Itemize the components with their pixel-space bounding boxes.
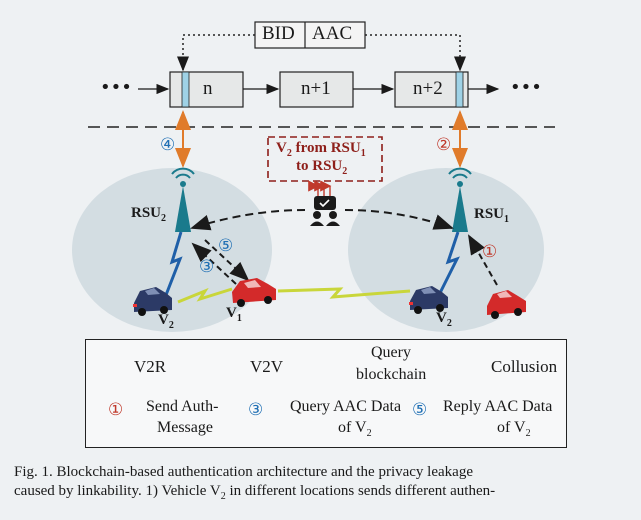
dotted-arrow-left: [177, 34, 255, 72]
caption-line2: caused by linkability. 1) Vehicle V2 in …: [14, 483, 496, 502]
legend-v2r-label: V2R: [134, 357, 167, 376]
warning-line1: V2 from RSU1: [276, 140, 366, 159]
figure-caption: Fig. 1. Blockchain-based authentication …: [14, 463, 629, 506]
block-n-label: n: [203, 78, 213, 99]
legend-step1-line2: Message: [157, 419, 213, 436]
v2r-link-left: [164, 231, 183, 296]
car-v2-right: [409, 286, 448, 314]
v2-right-label: V2: [436, 310, 452, 329]
aac-label: AAC: [312, 23, 353, 44]
legend-step3-line2: of V2: [338, 419, 372, 440]
step-5-label: ⑤: [218, 236, 234, 256]
v2v-link-left: [177, 287, 233, 304]
collusion-link-left: [190, 209, 306, 231]
v2r-link-right: [438, 231, 460, 294]
step-2-label: ②: [436, 135, 452, 155]
rsu-tower-left: [171, 167, 195, 232]
caption-line1: Fig. 1. Blockchain-based authentication …: [14, 464, 473, 480]
legend-step5-line1: Reply AAC Data: [443, 398, 553, 415]
step-1-label: ①: [482, 242, 498, 262]
rsu-left-label: RSU2: [131, 205, 167, 224]
dots-right: •••: [510, 77, 542, 98]
step-4-label: ④: [160, 135, 176, 155]
bid-label: BID: [262, 23, 295, 44]
legend-collusion-label: Collusion: [491, 357, 558, 376]
dotted-arrow-right: [365, 34, 466, 72]
dots-left: •••: [100, 77, 132, 98]
block-n1-label: n+1: [301, 78, 331, 99]
legend-step3-num: ③: [248, 400, 264, 420]
v2-left-label: V2: [158, 312, 174, 331]
rsu-right-label: RSU1: [474, 206, 510, 225]
car-v2-red: [487, 290, 526, 319]
collusion-link-right: [344, 209, 454, 230]
legend-query-line1: Query: [371, 344, 411, 361]
car-v2-left: [133, 287, 172, 316]
legend: [85, 339, 567, 448]
rsu-tower-right: [448, 167, 472, 232]
legend-step5-line2: of V2: [497, 419, 531, 440]
collusion-icon: [310, 196, 340, 226]
legend-step1-num: ①: [108, 400, 124, 420]
legend-step1-line1: Send Auth-: [146, 398, 219, 415]
block-n2-label: n+2: [413, 78, 443, 99]
legend-query-line2: blockchain: [356, 366, 427, 383]
legend-step3-line1: Query AAC Data: [290, 398, 402, 415]
legend-v2v-label: V2V: [250, 357, 284, 376]
v2v-link-right: [277, 287, 411, 299]
car-v1: [232, 278, 276, 307]
legend-step5-num: ⑤: [412, 400, 428, 420]
v1-label: V1: [226, 305, 242, 324]
warning-line2: to RSU2: [296, 158, 348, 177]
step-3-label: ③: [199, 257, 215, 277]
